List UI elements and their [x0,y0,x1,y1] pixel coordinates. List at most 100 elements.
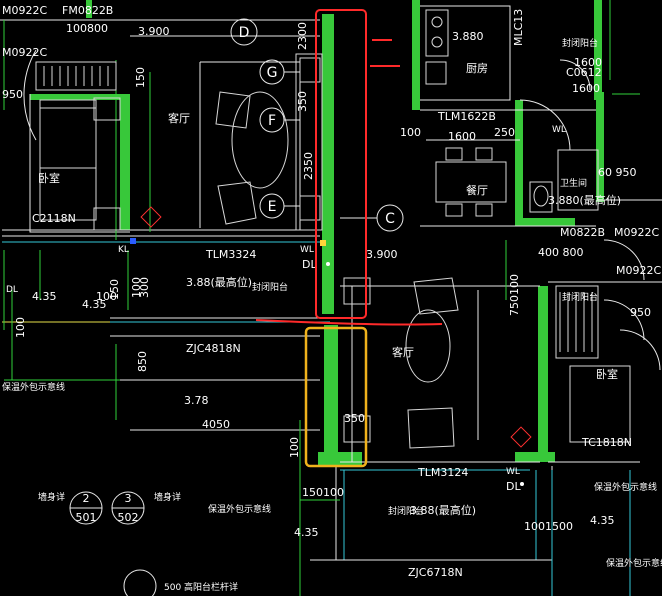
wall-segment [322,14,334,314]
wall-segment [596,92,604,202]
wall-segment [120,94,130,230]
svg-text:4.35: 4.35 [32,290,57,303]
svg-text:3.88(最高位): 3.88(最高位) [410,503,476,517]
svg-text:2300: 2300 [296,22,309,50]
svg-text:850: 850 [136,351,149,372]
svg-text:950: 950 [630,306,651,319]
svg-text:4.35: 4.35 [294,526,319,539]
wall-segment [515,100,523,226]
svg-text:WL: WL [506,467,520,477]
markup-annotations[interactable] [255,9,443,468]
wall-segment [515,452,555,462]
svg-text:4.35: 4.35 [590,514,615,527]
svg-text:501: 501 [76,511,97,524]
axis-label-c: C [385,211,395,227]
svg-text:3: 3 [125,492,132,505]
svg-text:DL: DL [302,258,317,271]
svg-text:502: 502 [118,511,139,524]
svg-text:C0612: C0612 [566,66,602,79]
wall-segment [594,0,602,100]
svg-text:墙身详: 墙身详 [154,491,181,503]
svg-text:4.35: 4.35 [82,298,107,311]
wall-segment [324,325,338,465]
svg-text:TLM3324: TLM3324 [205,248,256,261]
svg-text:ZJC6718N: ZJC6718N [408,566,463,579]
svg-text:3.78: 3.78 [184,394,209,407]
svg-text:2: 2 [83,492,90,505]
wardrobe-icon [555,285,599,359]
wardrobe-icon [35,61,117,91]
svg-text:M0822B: M0822B [560,226,605,239]
detail-callouts: 2 501 3 502 [69,491,157,596]
room-label-bedroom: 卧室 [38,171,60,185]
svg-text:WL: WL [552,125,566,135]
svg-text:ZJC4818N: ZJC4818N [186,342,241,355]
svg-text:DL: DL [506,480,521,493]
coffee-table-icon [405,309,451,383]
svg-text:3.88(最高位): 3.88(最高位) [186,275,252,289]
svg-text:3.880: 3.880 [452,30,484,43]
room-label-bathroom: 卫生间 [560,177,587,189]
dining-table-icon [435,161,507,203]
axis-bubble-d [230,18,258,46]
armchair-icon [215,91,251,129]
elevation-levels: 3.900 3.880 3.900 3.88(最高位) 3.880(最高位) 4… [32,25,621,539]
red-underline-stroke [255,319,443,326]
svg-text:TC1818N: TC1818N [581,436,632,449]
armchair-icon [217,181,257,225]
wall-segment [30,94,130,100]
svg-text:350: 350 [296,91,309,112]
window-tags: M0922C FM0822B M0922C C0612 TLM1622B C21… [2,4,661,579]
svg-text:150: 150 [134,67,147,88]
svg-text:保温外包示意线: 保温外包示意线 [2,381,65,393]
svg-text:C2118N: C2118N [32,212,76,225]
svg-text:保温外包示意线: 保温外包示意线 [594,481,657,493]
axis-label-d: D [239,25,250,41]
svg-text:350: 350 [344,412,365,425]
armchair-icon [413,277,459,315]
svg-text:100: 100 [288,437,301,458]
svg-text:1600: 1600 [574,56,602,69]
room-label-kitchen: 厨房 [466,62,488,75]
svg-text:3.880(最高位): 3.880(最高位) [548,193,621,207]
wall-segment [412,0,420,110]
sink-icon [425,61,447,85]
svg-text:100: 100 [400,126,421,139]
svg-text:950: 950 [2,88,23,101]
svg-text:300: 300 [138,277,151,298]
room-label-living: 客厅 [168,111,190,125]
svg-text:TLM1622B: TLM1622B [437,110,496,123]
axis-bubbles: D G F E C [230,18,404,232]
shower-icon [557,149,599,211]
svg-text:60 950: 60 950 [598,166,637,179]
axis-label-f: F [268,113,276,129]
axis-label-e: E [268,199,277,215]
room-label-living-2: 客厅 [392,345,414,359]
svg-text:100: 100 [96,290,117,303]
dimensions: 2300 350 2 350 100800 150 950 1600 250 10… [2,9,651,533]
wall-segment [515,218,575,226]
svg-text:封闭阳台: 封闭阳台 [388,505,424,517]
svg-text:KL: KL [118,245,129,255]
svg-text:250: 250 [494,126,515,139]
coffee-table-icon [231,91,289,189]
room-labels: 客厅 卧室 厨房 餐厅 卫生间 客厅 卧室 [38,62,618,381]
svg-text:1001500: 1001500 [524,520,573,533]
svg-text:100: 100 [130,277,143,298]
svg-text:MLC13: MLC13 [512,9,525,46]
svg-text:100800: 100800 [66,22,108,35]
svg-text:FM0822B: FM0822B [62,4,113,17]
svg-text:DL: DL [6,285,18,295]
red-highlight-box [315,9,367,319]
svg-text:封闭阳台: 封闭阳台 [562,37,598,49]
section-marker-icon [510,426,532,448]
stove-icon [425,9,449,57]
toilet-icon [529,181,553,213]
svg-text:WL: WL [300,245,314,255]
svg-text:400 800: 400 800 [538,246,584,259]
svg-text:500: 500 [164,583,181,593]
svg-text:3.900: 3.900 [138,25,170,38]
svg-text:高阳台栏杆详: 高阳台栏杆详 [184,581,238,593]
